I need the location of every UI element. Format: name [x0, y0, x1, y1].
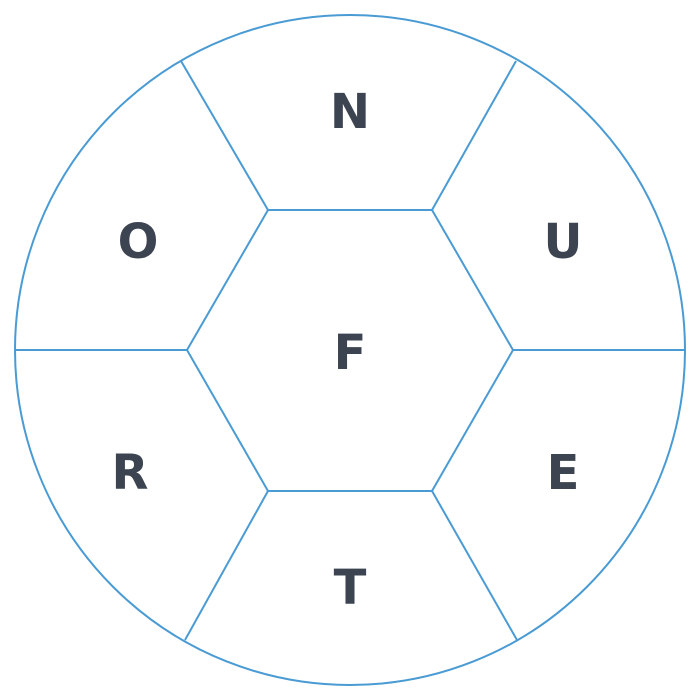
- divider-lower-left: [184, 490, 269, 641]
- divider-lower-right: [431, 490, 518, 641]
- divider-upper-right: [431, 60, 517, 211]
- divider-upper-left: [180, 60, 269, 211]
